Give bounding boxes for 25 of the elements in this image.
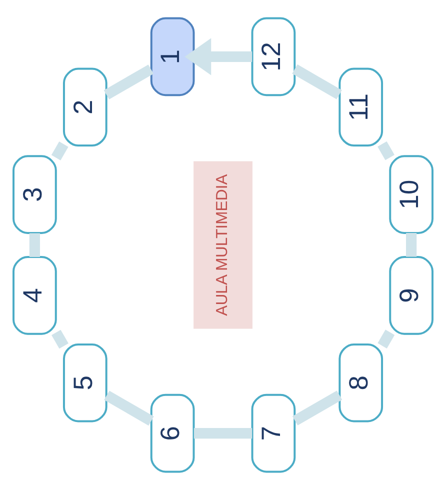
node-box: AULA MULTIMEDIA: [194, 160, 252, 328]
connector: [292, 64, 342, 99]
node-box: 4: [12, 256, 57, 334]
connector: [194, 428, 252, 438]
connector: [292, 390, 342, 425]
connector: [406, 232, 417, 256]
node-box: 3: [12, 154, 57, 234]
node-box: 12: [251, 16, 296, 96]
node-box: 11: [338, 67, 384, 146]
node-box: 1: [150, 16, 195, 96]
connector: [104, 64, 154, 99]
connector: [52, 329, 68, 348]
connector: [51, 141, 68, 160]
connector: [104, 390, 154, 426]
node-box: 6: [150, 393, 195, 472]
node-box: 2: [62, 67, 108, 146]
connector: [29, 232, 40, 256]
arrow: [184, 38, 252, 75]
connector: [378, 329, 395, 348]
node-box: 5: [62, 342, 108, 422]
node-box: 9: [389, 256, 434, 334]
connector: [378, 140, 394, 160]
node-box: 7: [251, 393, 296, 472]
node-box: 10: [389, 154, 434, 234]
node-box: 8: [338, 342, 384, 422]
